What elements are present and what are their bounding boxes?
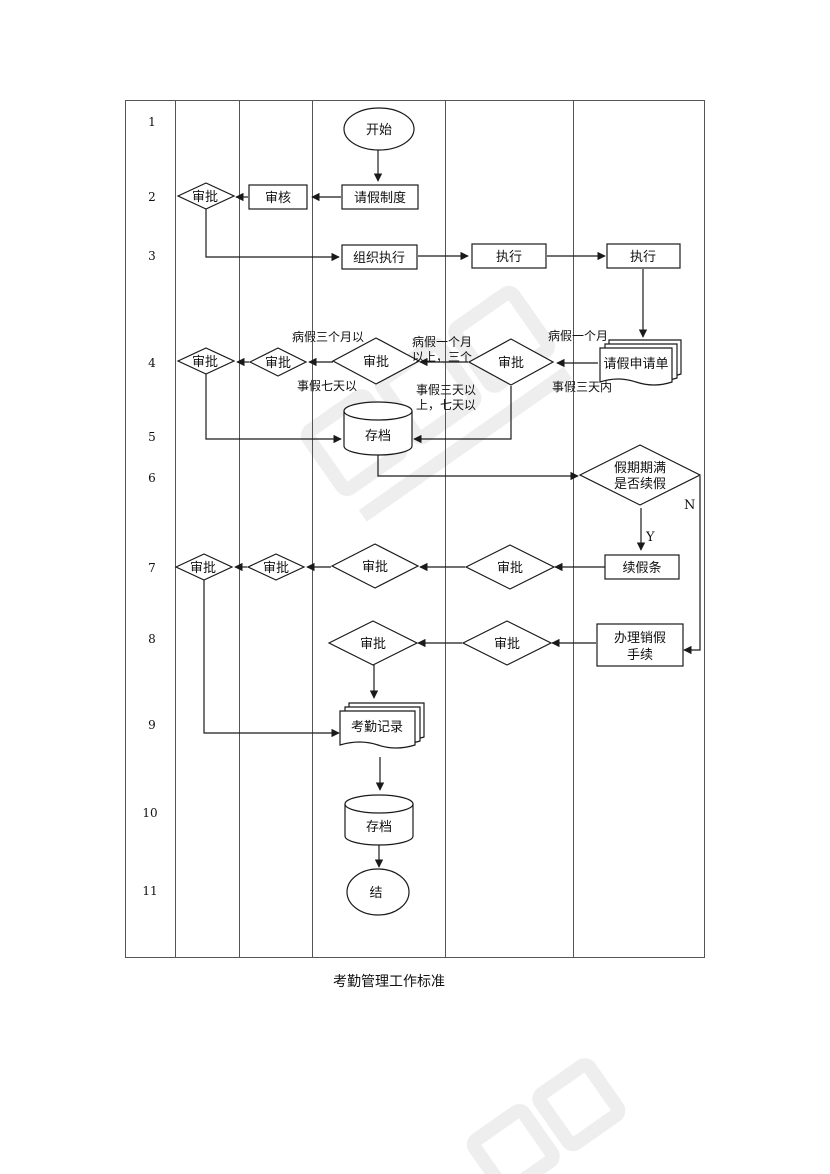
row-number: 8 bbox=[148, 632, 156, 646]
row-number: 4 bbox=[148, 356, 156, 370]
svg-text:审批: 审批 bbox=[263, 561, 289, 576]
archive-cylinder-1: 存档 bbox=[343, 401, 413, 456]
svg-text:审批: 审批 bbox=[494, 637, 520, 652]
approve-diamond-r8-a: 审批 bbox=[461, 620, 553, 666]
arrow bbox=[683, 476, 701, 655]
approve-diamond-r4-b: 审批 bbox=[331, 337, 421, 385]
svg-text:审批: 审批 bbox=[363, 355, 389, 370]
exec-box-2: 执行 bbox=[606, 243, 681, 269]
svg-text:执行: 执行 bbox=[630, 250, 656, 265]
svg-text:审批: 审批 bbox=[265, 356, 291, 371]
row-numbers: 1 2 3 4 5 6 7 8 9 10 11 bbox=[142, 115, 157, 898]
condition-note: 事假三天以 bbox=[416, 383, 476, 397]
arrow bbox=[377, 455, 579, 481]
row-number: 3 bbox=[148, 249, 156, 263]
yes-label: Y bbox=[645, 530, 655, 545]
condition-note: 病假三个月以 bbox=[292, 329, 364, 344]
approve-diamond-r4-d: 审批 bbox=[176, 347, 236, 375]
arrow bbox=[205, 209, 340, 262]
svg-text:审批: 审批 bbox=[497, 561, 523, 576]
approve-diamond-r7-b: 审批 bbox=[330, 543, 420, 589]
arrow bbox=[203, 578, 340, 738]
attendance-record-document: 考勤记录 bbox=[339, 702, 425, 749]
condition-notes: 病假一个月 事假三天内 病假一个月 以上，三个 事假三天以 上，七天以 病假三个… bbox=[292, 328, 612, 412]
svg-text:手续: 手续 bbox=[627, 648, 653, 663]
approve-diamond-r8-b: 审批 bbox=[327, 620, 419, 666]
approve-diamond-r4-c: 审批 bbox=[248, 347, 308, 377]
svg-text:请假申请单: 请假申请单 bbox=[603, 357, 668, 372]
row-number: 1 bbox=[148, 115, 156, 129]
svg-text:请假制度: 请假制度 bbox=[354, 190, 406, 206]
renew-leave-box: 续假条 bbox=[604, 554, 680, 580]
leave-expired-decision: 假期期满 是否续假 bbox=[578, 444, 702, 506]
svg-text:存档: 存档 bbox=[366, 820, 392, 835]
condition-note: 病假一个月 bbox=[412, 334, 472, 349]
org-exec-box: 组织执行 bbox=[341, 244, 418, 270]
row-number: 5 bbox=[148, 430, 156, 444]
condition-note: 以上，三个 bbox=[412, 350, 472, 364]
condition-note: 上，七天以 bbox=[416, 398, 476, 412]
svg-text:执行: 执行 bbox=[496, 250, 522, 265]
close-leave-box: 办理销假 手续 bbox=[596, 623, 684, 667]
connectors bbox=[203, 150, 701, 868]
approve-diamond-r7-a: 审批 bbox=[464, 544, 556, 590]
row-number: 11 bbox=[142, 884, 157, 898]
arrow bbox=[205, 372, 342, 444]
row-number: 10 bbox=[142, 806, 157, 820]
svg-text:是否续假: 是否续假 bbox=[614, 477, 666, 492]
svg-text:考勤记录: 考勤记录 bbox=[351, 720, 403, 735]
svg-text:审批: 审批 bbox=[192, 190, 218, 205]
svg-text:组织执行: 组织执行 bbox=[353, 251, 405, 266]
exec-box-1: 执行 bbox=[471, 243, 547, 269]
svg-text:审批: 审批 bbox=[360, 637, 386, 652]
svg-text:续假条: 续假条 bbox=[622, 560, 661, 576]
svg-text:审批: 审批 bbox=[362, 560, 388, 575]
arrow bbox=[413, 386, 512, 444]
svg-text:办理销假: 办理销假 bbox=[614, 631, 666, 646]
start-node: 开始 bbox=[343, 107, 415, 151]
approve-diamond-r2: 审批 bbox=[176, 182, 236, 210]
row-number: 7 bbox=[148, 561, 156, 575]
svg-text:审核: 审核 bbox=[265, 191, 291, 206]
approve-diamond-r7-d: 审批 bbox=[174, 553, 234, 581]
svg-text:存档: 存档 bbox=[365, 429, 391, 444]
condition-note: 事假七天以 bbox=[297, 379, 357, 393]
leave-form-document: 请假申请单 bbox=[599, 339, 682, 386]
condition-note: 病假一个月 bbox=[548, 328, 608, 343]
approve-diamond-r7-c: 审批 bbox=[246, 553, 306, 581]
page-caption: 考勤管理工作标准 bbox=[333, 974, 445, 990]
no-label: N bbox=[684, 498, 695, 513]
svg-text:审批: 审批 bbox=[190, 561, 216, 576]
end-node: 结 bbox=[346, 868, 410, 916]
svg-text:开始: 开始 bbox=[366, 123, 392, 138]
svg-text:假期期满: 假期期满 bbox=[614, 461, 666, 476]
leave-policy-box: 请假制度 bbox=[341, 184, 419, 210]
row-number: 6 bbox=[148, 471, 156, 485]
review-box: 审核 bbox=[248, 184, 308, 210]
svg-text:审批: 审批 bbox=[498, 356, 524, 371]
approve-diamond-r4-a: 审批 bbox=[467, 338, 555, 386]
row-number: 2 bbox=[148, 190, 156, 204]
archive-cylinder-2: 存档 bbox=[344, 794, 414, 846]
condition-note: 事假三天内 bbox=[552, 380, 612, 394]
swimlane-table bbox=[125, 100, 705, 958]
svg-text:结: 结 bbox=[369, 886, 382, 901]
svg-text:审批: 审批 bbox=[192, 355, 218, 370]
row-number: 9 bbox=[148, 718, 156, 732]
